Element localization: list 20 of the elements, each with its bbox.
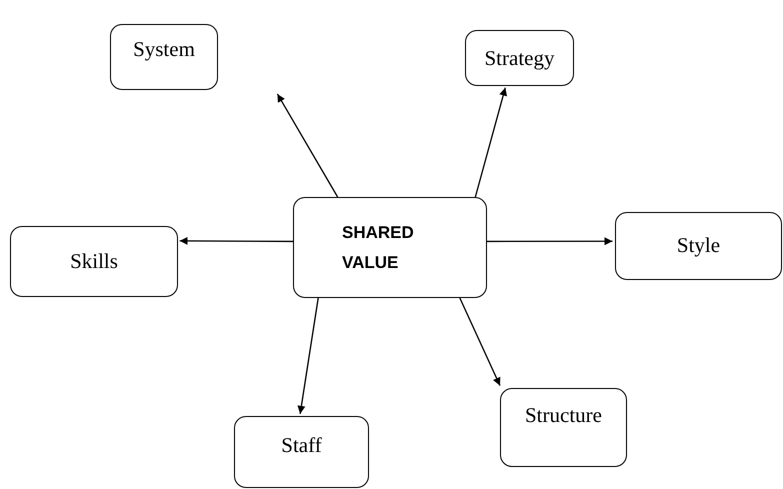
rounded-box xyxy=(465,30,574,86)
arrow xyxy=(459,298,501,386)
rounded-box xyxy=(293,197,487,298)
arrow xyxy=(276,94,338,198)
arrow xyxy=(487,237,612,246)
arrow xyxy=(180,236,293,245)
rounded-box xyxy=(10,226,178,297)
node-label: Skills xyxy=(70,249,118,274)
rounded-box xyxy=(110,24,218,90)
rounded-box xyxy=(615,212,782,280)
node-label: Staff xyxy=(281,433,322,458)
node-label: SHARED VALUE xyxy=(342,222,415,274)
node-label: System xyxy=(133,37,195,62)
node-label: Strategy xyxy=(484,46,554,70)
node-label: Structure xyxy=(525,403,602,428)
arrow xyxy=(474,88,508,198)
arrow xyxy=(297,298,319,414)
rounded-box xyxy=(234,416,369,488)
node-label: Style xyxy=(676,233,720,258)
rounded-box xyxy=(500,388,627,467)
